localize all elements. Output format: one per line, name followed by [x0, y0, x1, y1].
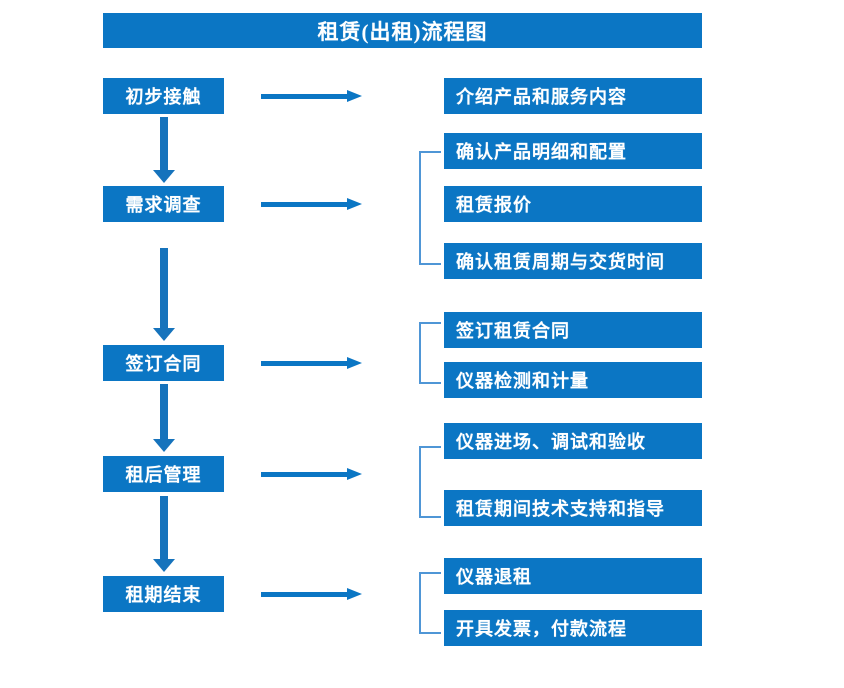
bracket-group-2 [419, 151, 441, 265]
vertical-arrow-3 [153, 384, 175, 452]
diagram-title: 租赁(出租)流程图 [103, 13, 702, 48]
horizontal-arrow-2 [261, 196, 362, 212]
detail-box-8[interactable]: 租赁期间技术支持和指导 [444, 490, 702, 526]
horizontal-arrow-3 [261, 355, 362, 371]
detail-box-7[interactable]: 仪器进场、调试和验收 [444, 423, 702, 459]
detail-box-4[interactable]: 确认租赁周期与交货时间 [444, 243, 702, 279]
stage-box-4[interactable]: 租后管理 [103, 456, 224, 492]
detail-box-9[interactable]: 仪器退租 [444, 558, 702, 594]
horizontal-arrow-4 [261, 466, 362, 482]
bracket-group-4 [419, 446, 441, 518]
detail-box-5[interactable]: 签订租赁合同 [444, 312, 702, 348]
stage-box-1[interactable]: 初步接触 [103, 78, 224, 114]
bracket-group-3 [419, 322, 441, 384]
vertical-arrow-2 [153, 248, 175, 341]
detail-box-2[interactable]: 确认产品明细和配置 [444, 133, 702, 169]
bracket-group-5 [419, 572, 441, 634]
vertical-arrow-1 [153, 117, 175, 183]
detail-box-3[interactable]: 租赁报价 [444, 186, 702, 222]
stage-box-3[interactable]: 签订合同 [103, 345, 224, 381]
vertical-arrow-4 [153, 496, 175, 572]
detail-box-10[interactable]: 开具发票，付款流程 [444, 610, 702, 646]
stage-box-2[interactable]: 需求调查 [103, 186, 224, 222]
stage-box-5[interactable]: 租期结束 [103, 576, 224, 612]
detail-box-6[interactable]: 仪器检测和计量 [444, 362, 702, 398]
detail-box-1[interactable]: 介绍产品和服务内容 [444, 78, 702, 114]
horizontal-arrow-1 [261, 88, 362, 104]
horizontal-arrow-5 [261, 586, 362, 602]
